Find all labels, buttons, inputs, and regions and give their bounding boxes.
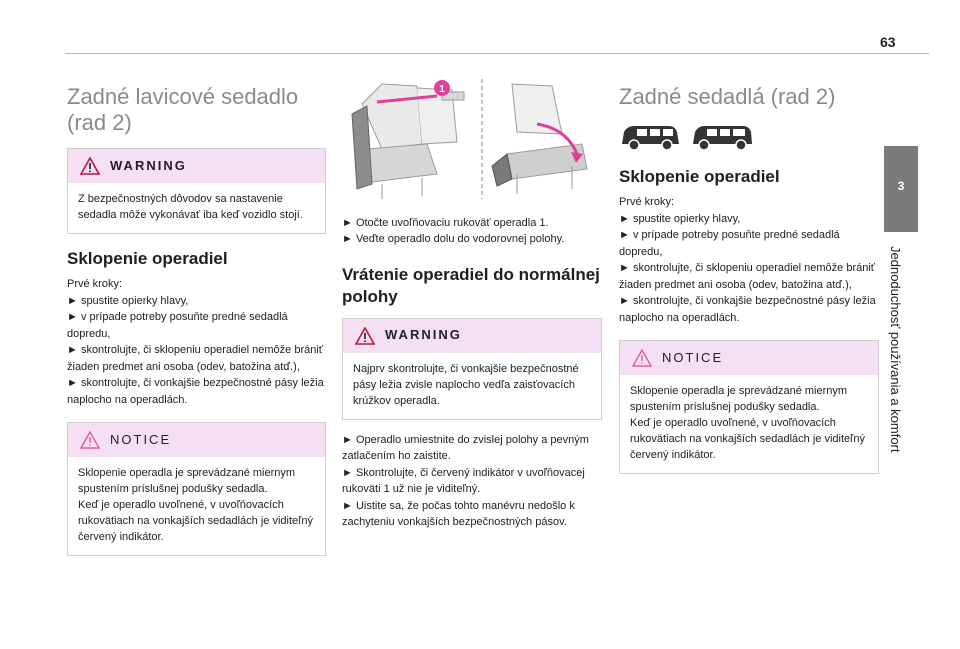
warning-header: WARNING (68, 149, 325, 183)
notice-label: NOTICE (110, 431, 172, 447)
warning-label-2: WARNING (385, 327, 462, 343)
notice-text-2: Sklopenie operadla je sprevádzané mierny… (630, 385, 865, 461)
fold-steps: Prvé kroky: ► spustite opierky hlavy, ► … (67, 278, 324, 406)
section-title-bench-seat: Zadné lavicové sedadlo (rad 2) (67, 84, 299, 135)
column-right: Zadné sedadlá (rad 2) Sklopenie operadie… (619, 84, 879, 486)
notice-header: NOTICE (68, 423, 325, 457)
seat-folding-illustration: 1 (351, 79, 588, 199)
notice-box-2: NOTICE Sklopenie operadla je sprevádzané… (619, 340, 879, 474)
warning-icon (80, 157, 100, 175)
subsection-title-return: Vrátenie operadiel do normálnej polohy (342, 264, 600, 306)
illustration-marker: 1 (439, 84, 445, 95)
notice-icon (632, 349, 652, 367)
notice-text: Sklopenie operadla je sprevádzané mierny… (78, 467, 313, 543)
header-rule (65, 53, 929, 54)
warning-box-2: WARNING Najprv skontrolujte, či vonkajši… (342, 317, 602, 420)
van-short-icon (622, 126, 679, 151)
chapter-title-vertical: Jednoduchosť používania a komfort (888, 246, 914, 456)
chapter-title: Jednoduchosť používania a komfort (888, 246, 903, 453)
warning-icon (355, 326, 375, 345)
rear-fold-steps: Prvé kroky: ► spustite opierky hlavy, ► … (619, 196, 876, 324)
notice-header-2: NOTICE (620, 341, 878, 375)
warning-text: Z bezpečnostných dôvodov sa nastavenie s… (78, 193, 303, 221)
section-title-rear-seats: Zadné sedadlá (rad 2) (619, 84, 836, 109)
vehicle-variants (619, 122, 879, 152)
page-number: 63 (880, 34, 896, 50)
column-middle: 1 ► Otočte uvoľňovaciu rukoväť operadla … (342, 74, 602, 531)
van-long-icon (693, 126, 752, 151)
return-steps: ► Operadlo umiestnite do zvislej polohy … (342, 433, 589, 529)
notice-icon (80, 431, 100, 449)
warning-label: WARNING (110, 157, 187, 173)
fold-instructions: ► Otočte uvoľňovaciu rukoväť operadla 1.… (342, 216, 565, 246)
warning-box: WARNING Z bezpečnostných dôvodov sa nast… (67, 148, 326, 234)
notice-label-2: NOTICE (662, 349, 724, 365)
chapter-tab[interactable]: 3 (884, 146, 918, 232)
column-left: Zadné lavicové sedadlo (rad 2) WARNING Z… (67, 84, 326, 568)
subsection-title-fold-rear: Sklopenie operadiel (619, 167, 780, 186)
warning-text-2: Najprv skontrolujte, či vonkajšie bezpeč… (353, 362, 579, 407)
warning-header-2: WARNING (343, 318, 601, 353)
chapter-tab-number: 3 (897, 179, 905, 193)
notice-box: NOTICE Sklopenie operadla je sprevádzané… (67, 422, 326, 556)
subsection-title-fold: Sklopenie operadiel (67, 249, 228, 268)
